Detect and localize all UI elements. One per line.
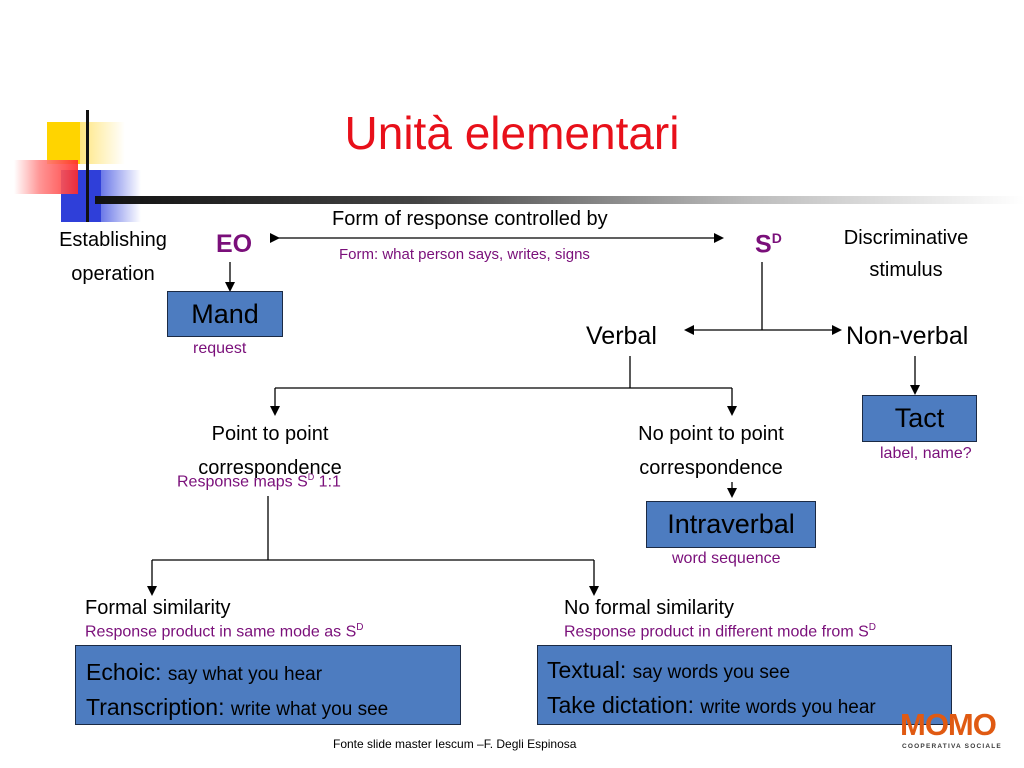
formal-sub-text: Response product in same mode as S bbox=[85, 623, 357, 641]
form-description: Form: what person says, writes, signs bbox=[339, 246, 590, 263]
no-formal-sub-sup: D bbox=[868, 622, 876, 633]
echoic-head: Echoic: bbox=[86, 659, 162, 685]
sd-label: SD bbox=[755, 230, 782, 259]
point-sub: Response maps SD 1:1 bbox=[177, 472, 341, 491]
formal-sub-sup: D bbox=[356, 622, 364, 633]
textual-head: Textual: bbox=[547, 657, 627, 683]
echoic-line: Echoic: say what you hear bbox=[86, 656, 460, 691]
eo-label: EO bbox=[216, 230, 253, 258]
transcription-desc: write what you see bbox=[230, 699, 389, 720]
non-verbal-label: Non-verbal bbox=[846, 322, 969, 350]
slide-title: Unità elementari bbox=[344, 107, 680, 159]
deco-red-bar bbox=[14, 160, 78, 194]
discriminative-stimulus-label: Discriminative stimulus bbox=[826, 222, 986, 286]
establishing-line-2: operation bbox=[71, 263, 155, 285]
discriminative-line-2: stimulus bbox=[869, 259, 943, 281]
point-line-2: correspondence bbox=[198, 457, 342, 479]
discriminative-line-1: Discriminative bbox=[843, 227, 969, 249]
establishing-operation-label: Establishing operation bbox=[40, 223, 186, 291]
no-formal-similarity-title: No formal similarity bbox=[564, 597, 735, 619]
tact-label: Tact bbox=[894, 403, 945, 433]
point-sub-sup: D bbox=[307, 472, 315, 482]
deco-vertical-line bbox=[86, 110, 89, 222]
transcription-line: Transcription: write what you see bbox=[86, 691, 460, 726]
intraverbal-box: Intraverbal bbox=[646, 501, 816, 548]
no-point-line-1: No point to point bbox=[638, 423, 784, 445]
title-underline bbox=[95, 196, 1024, 204]
logo-text: MOMO bbox=[900, 707, 997, 742]
point-sub-text: Response maps S bbox=[177, 473, 308, 491]
sd-superscript: D bbox=[771, 230, 782, 246]
sd-main: S bbox=[755, 230, 772, 259]
verbal-label: Verbal bbox=[586, 322, 657, 350]
establishing-line-1: Establishing bbox=[59, 229, 167, 251]
echoic-desc: say what you hear bbox=[167, 664, 323, 685]
formal-similarity-title: Formal similarity bbox=[85, 597, 231, 619]
no-point-to-point-label: No point to point correspondence bbox=[600, 417, 822, 485]
formal-similarity-box: Echoic: say what you hear Transcription:… bbox=[75, 645, 461, 725]
textual-desc: say words you see bbox=[632, 662, 791, 683]
take-dictation-line: Take dictation: write words you hear bbox=[547, 689, 951, 724]
no-formal-similarity-box: Textual: say words you see Take dictatio… bbox=[537, 645, 952, 725]
point-to-point-label: Point to point correspondence bbox=[160, 417, 380, 485]
logo-tagline: COOPERATIVA SOCIALE bbox=[902, 743, 1002, 750]
mand-label: Mand bbox=[191, 299, 259, 329]
momo-logo: MOMO COOPERATIVA SOCIALE bbox=[900, 708, 1010, 758]
mand-box: Mand bbox=[167, 291, 283, 337]
form-of-response-label: Form of response controlled by bbox=[332, 208, 608, 230]
tact-sub: label, name? bbox=[880, 445, 972, 462]
tact-box: Tact bbox=[862, 395, 977, 442]
take-dictation-desc: write words you hear bbox=[700, 697, 876, 718]
no-point-line-2: correspondence bbox=[639, 457, 783, 479]
transcription-head: Transcription: bbox=[86, 694, 225, 720]
formal-similarity-sub: Response product in same mode as SD bbox=[85, 622, 364, 641]
no-formal-similarity-sub: Response product in different mode from … bbox=[564, 622, 876, 641]
intraverbal-sub: word sequence bbox=[672, 550, 781, 567]
no-formal-sub-text: Response product in different mode from … bbox=[564, 623, 869, 641]
mand-sub: request bbox=[193, 340, 247, 357]
point-line-1: Point to point bbox=[211, 423, 329, 445]
textual-line: Textual: say words you see bbox=[547, 654, 951, 689]
deco-yellow-square bbox=[47, 122, 80, 164]
intraverbal-label: Intraverbal bbox=[667, 509, 795, 539]
footer-credit: Fonte slide master Iescum –F. Degli Espi… bbox=[333, 737, 577, 751]
take-dictation-head: Take dictation: bbox=[547, 692, 695, 718]
point-sub-suffix: 1:1 bbox=[314, 473, 341, 491]
